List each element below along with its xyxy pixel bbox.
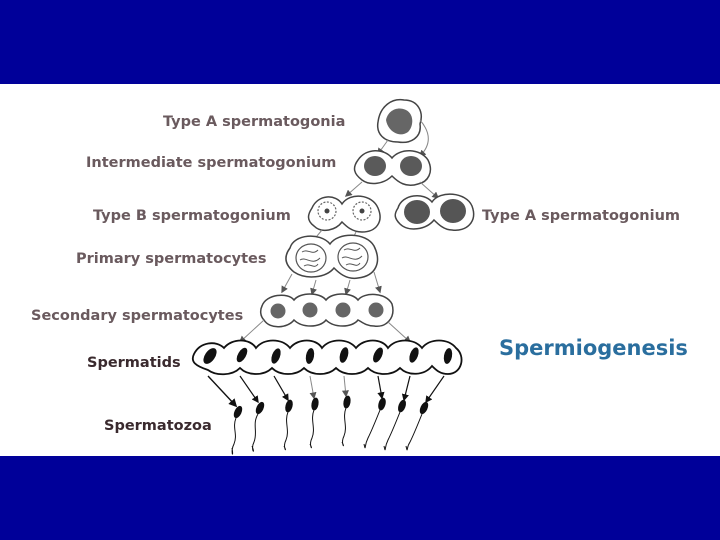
cell-type-a-spermatogonium-right: [394, 193, 475, 231]
cell-primary-spermatocytes: [285, 234, 379, 280]
cell-intermediate-spermatogonium: [353, 150, 432, 187]
label-intermediate-spermatogonium: Intermediate spermatogonium: [86, 155, 337, 171]
cell-type-a-spermatogonia: [376, 98, 422, 144]
label-spermiogenesis: Spermiogenesis: [499, 336, 688, 360]
arrow-primary-to-secondary-1: [281, 273, 293, 294]
arrow-primary-to-secondary-2: [310, 279, 317, 296]
spermatogenesis-diagram: [191, 98, 475, 455]
arrow-intermediate-to-type-a: [419, 181, 440, 199]
arrow-intermediate-to-type-b: [344, 181, 363, 197]
arrow-primary-to-secondary-3: [344, 279, 351, 296]
cell-spermatids: [191, 339, 463, 376]
label-primary-spermatocytes: Primary spermatocytes: [76, 251, 267, 267]
arrow-primary-to-secondary-4: [373, 271, 382, 294]
cell-type-b-spermatogonium: [307, 195, 381, 233]
spermatozoa-cells: [231, 395, 429, 455]
label-secondary-spermatocytes: Secondary spermatocytes: [31, 308, 244, 324]
label-type-a-spermatogonia: Type A spermatogonia: [163, 114, 346, 130]
diagram-panel: Type A spermatogonia Intermediate sperma…: [0, 84, 720, 456]
cell-secondary-spermatocytes: [259, 293, 394, 328]
label-type-b-spermatogonium: Type B spermatogonium: [93, 208, 291, 224]
arrow-secondary-to-spermatids-2: [387, 321, 412, 343]
arrows-spermatids-to-spermatozoa: [207, 375, 445, 408]
label-spermatids: Spermatids: [87, 355, 181, 371]
arrow-secondary-to-spermatids-1: [238, 319, 265, 343]
label-spermatozoa: Spermatozoa: [104, 418, 212, 434]
label-type-a-spermatogonium-right: Type A spermatogonium: [482, 208, 681, 224]
arrow-a-loop: [419, 119, 429, 157]
